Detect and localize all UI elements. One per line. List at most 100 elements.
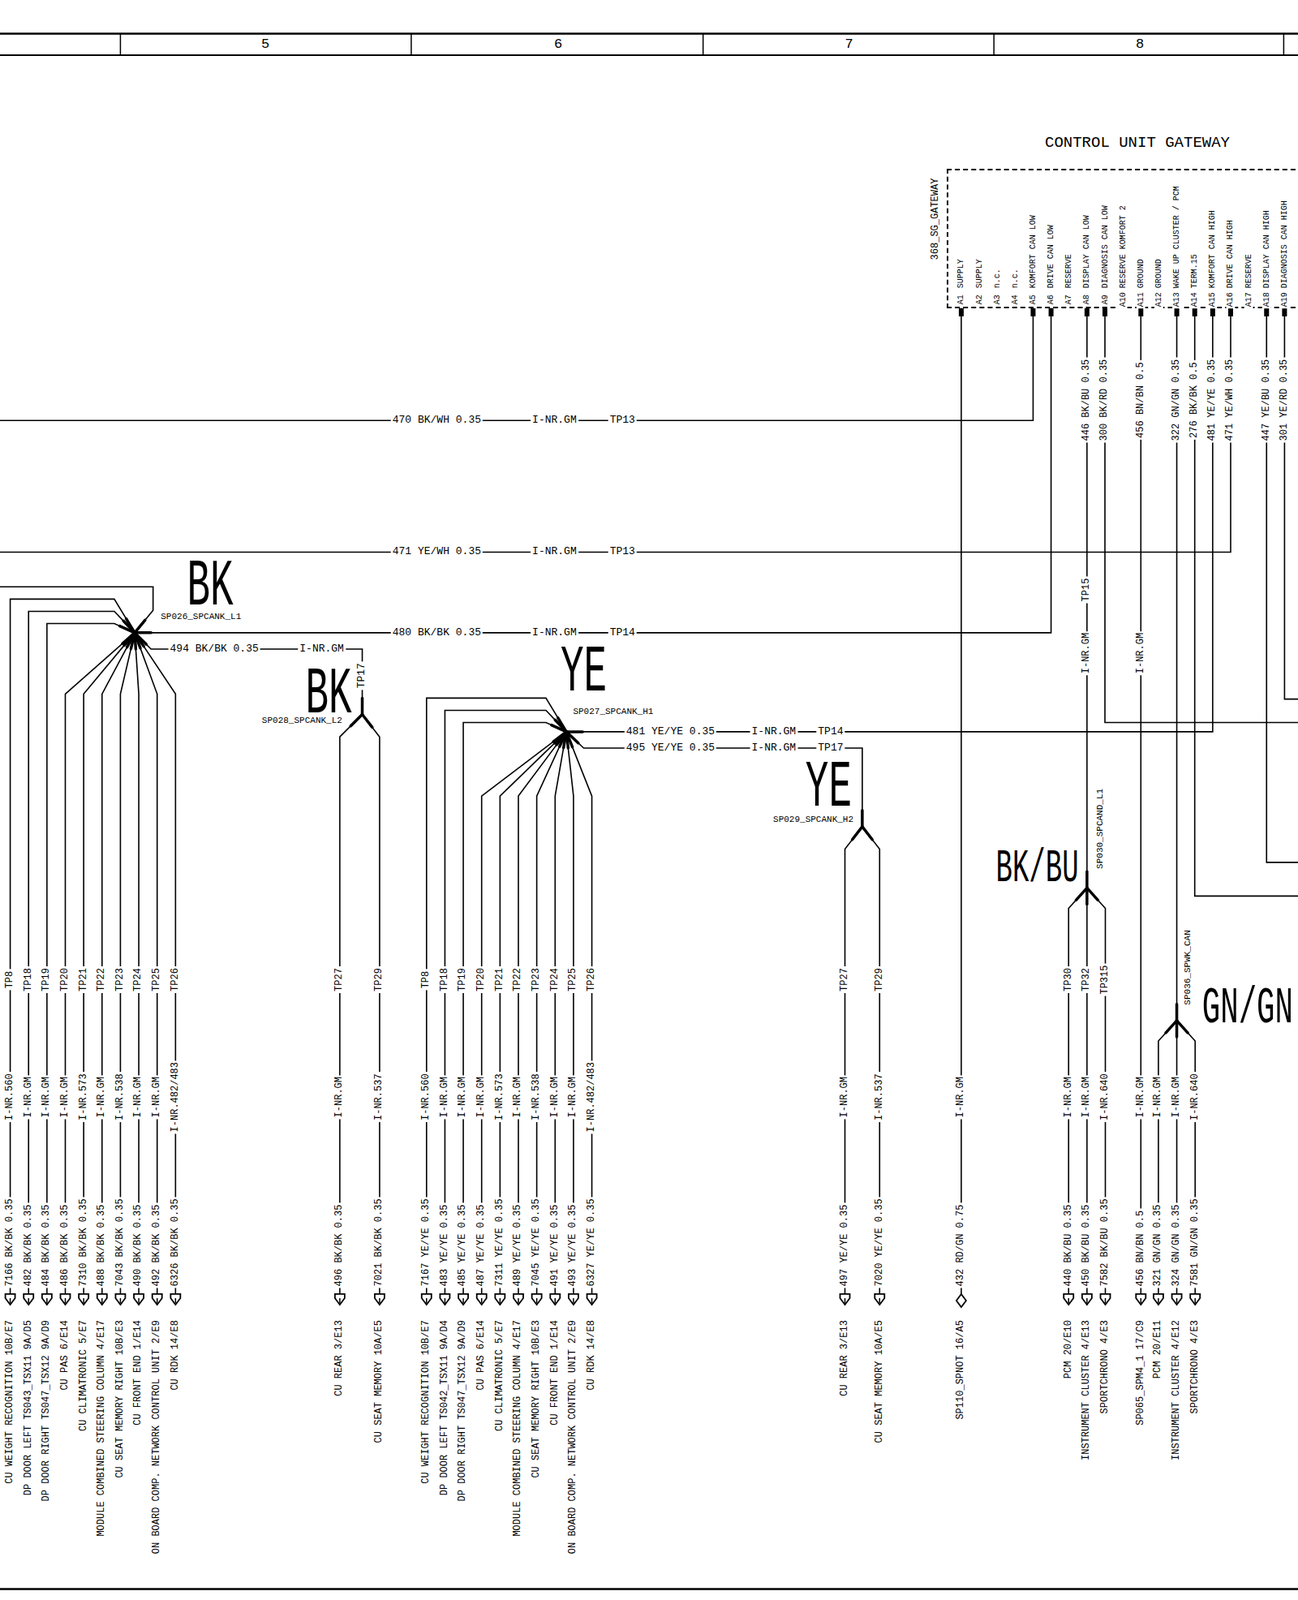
frame-divider bbox=[120, 34, 122, 56]
test-point: TP14 bbox=[816, 726, 845, 738]
splice-color: YE bbox=[805, 752, 852, 826]
connector-label: SP110_SPNOT 16/A5 bbox=[955, 1318, 967, 1421]
wire-label: 489 YE/YE 0.35 bbox=[512, 1203, 524, 1289]
connector-label: DP DOOR LEFT TS043_TSX11 9A/D5 bbox=[23, 1318, 35, 1497]
splice-ray bbox=[862, 826, 873, 840]
wire bbox=[1158, 1020, 1178, 1294]
splice-ray bbox=[361, 697, 365, 714]
wire bbox=[0, 308, 1231, 553]
wire-label: 471 YE/WH 0.35 bbox=[1224, 357, 1236, 443]
splice-ray bbox=[134, 632, 144, 647]
harness-code: I-NR.GM bbox=[530, 627, 579, 639]
wire-label: 496 BK/BK 0.35 bbox=[334, 1203, 345, 1289]
harness-code: I-NR.560 bbox=[421, 1071, 432, 1122]
connector-pin bbox=[46, 1298, 48, 1303]
wire bbox=[1086, 887, 1088, 1294]
pin-terminal bbox=[1174, 308, 1180, 317]
pin-number: A3 bbox=[992, 292, 1002, 306]
splice-color: BK bbox=[305, 659, 352, 732]
connector-symbol bbox=[1190, 1293, 1200, 1305]
harness-code: I-NR.538 bbox=[531, 1071, 542, 1122]
wire-label: 485 YE/YE 0.35 bbox=[457, 1203, 469, 1289]
pin-number: A13 bbox=[1172, 290, 1182, 309]
test-point: TP18 bbox=[439, 966, 451, 993]
pin-terminal bbox=[1102, 308, 1108, 317]
splice-ray bbox=[1087, 887, 1098, 900]
connector-pin bbox=[339, 1298, 341, 1303]
test-point: TP27 bbox=[839, 966, 851, 993]
pin-name: DIAGNOSIS CAN LOW bbox=[1100, 203, 1110, 290]
harness-code: I-NR.GM bbox=[512, 1074, 524, 1119]
connector-symbol bbox=[568, 1293, 579, 1305]
connector-label: CU FRONT END 1/E14 bbox=[133, 1318, 144, 1427]
splice-ray bbox=[551, 725, 567, 732]
connector-symbol bbox=[1172, 1293, 1182, 1305]
pin-name: SUPPLY bbox=[975, 257, 985, 290]
connector-symbol bbox=[133, 1293, 144, 1305]
connector-symbol bbox=[1153, 1293, 1164, 1305]
harness-code: I-NR.482/483 bbox=[170, 1060, 181, 1134]
wire bbox=[1139, 308, 1142, 1294]
splice-ray bbox=[1075, 887, 1087, 900]
harness-code: I-NR.482/483 bbox=[586, 1060, 598, 1134]
connector-symbol bbox=[42, 1293, 52, 1305]
test-point: TP23 bbox=[531, 966, 542, 993]
pin-name: n.c. bbox=[992, 266, 1002, 290]
connector-label: DP DOOR LEFT TS042_TSX11 9A/D4 bbox=[439, 1318, 451, 1497]
wire bbox=[65, 632, 136, 1294]
pin-number: A14 bbox=[1190, 290, 1200, 309]
connector-pin bbox=[378, 1298, 381, 1303]
wire bbox=[499, 731, 567, 1294]
connector-pin bbox=[120, 1298, 122, 1303]
connector-label: ON BOARD COMP. NETWORK CONTROL UNIT 2/E9 bbox=[567, 1318, 579, 1556]
wire bbox=[566, 731, 592, 1294]
splice-ray bbox=[1165, 1020, 1177, 1033]
wires bbox=[0, 308, 1298, 1307]
wire-label: 447 YE/BU 0.35 bbox=[1261, 357, 1273, 443]
connector-pin bbox=[1194, 1298, 1196, 1303]
test-point: TP17 bbox=[356, 661, 368, 690]
connector-pin bbox=[536, 1298, 538, 1303]
connector-symbol bbox=[335, 1293, 345, 1305]
frame-divider bbox=[992, 34, 995, 56]
pin-name: DISPLAY CAN LOW bbox=[1082, 213, 1092, 290]
wire bbox=[102, 632, 135, 1294]
connector-symbol bbox=[874, 1293, 885, 1305]
pin-number: A15 bbox=[1207, 290, 1217, 309]
wire bbox=[1266, 308, 1298, 863]
connector-pin bbox=[64, 1298, 67, 1303]
connector-pin bbox=[175, 1298, 177, 1303]
connector-pin bbox=[499, 1298, 502, 1303]
connector-symbol bbox=[374, 1293, 385, 1305]
wire bbox=[1087, 887, 1106, 1294]
test-point: TP19 bbox=[41, 966, 52, 993]
wire bbox=[566, 731, 574, 1294]
frame-line bbox=[0, 54, 1298, 56]
connector-label: CU CLIMATRONIC 5/E7 bbox=[78, 1318, 90, 1433]
connector-symbol bbox=[170, 1293, 181, 1305]
wire bbox=[134, 632, 139, 1294]
harness-code: I-NR.GM bbox=[1081, 631, 1092, 675]
wire-label: 6326 BK/BK 0.35 bbox=[170, 1196, 181, 1288]
harness-code: I-NR.GM bbox=[60, 1074, 71, 1119]
harness-code: I-NR.537 bbox=[874, 1071, 886, 1122]
connector-pin bbox=[27, 1298, 30, 1303]
wire-label: 491 YE/YE 0.35 bbox=[550, 1203, 561, 1289]
connector-label: INSTRUMENT CLUSTER 4/E13 bbox=[1081, 1318, 1092, 1462]
wire-label: 493 YE/YE 0.35 bbox=[567, 1203, 579, 1289]
connector-label: PCM 20/E10 bbox=[1063, 1318, 1075, 1380]
connector-pin bbox=[572, 1298, 575, 1303]
wire bbox=[463, 722, 567, 1294]
wire bbox=[845, 826, 863, 1294]
frame-divider bbox=[410, 34, 413, 56]
control-unit-box: CONTROL UNIT GATEWAY368_SG_GATEWAY bbox=[946, 168, 1298, 309]
connector-label: CU WEIGHT RECOGNITION 10B/E7 bbox=[421, 1318, 432, 1486]
wire-label: 497 YE/YE 0.35 bbox=[839, 1203, 851, 1289]
wire-label: 6327 YE/YE 0.35 bbox=[586, 1196, 598, 1288]
pin-number: A6 bbox=[1046, 292, 1056, 306]
test-point: TP29 bbox=[373, 966, 385, 993]
splice-name: SP027_SPCANK_H1 bbox=[571, 706, 655, 717]
test-point: TP17 bbox=[816, 742, 845, 754]
connector-pin bbox=[1140, 1298, 1143, 1303]
